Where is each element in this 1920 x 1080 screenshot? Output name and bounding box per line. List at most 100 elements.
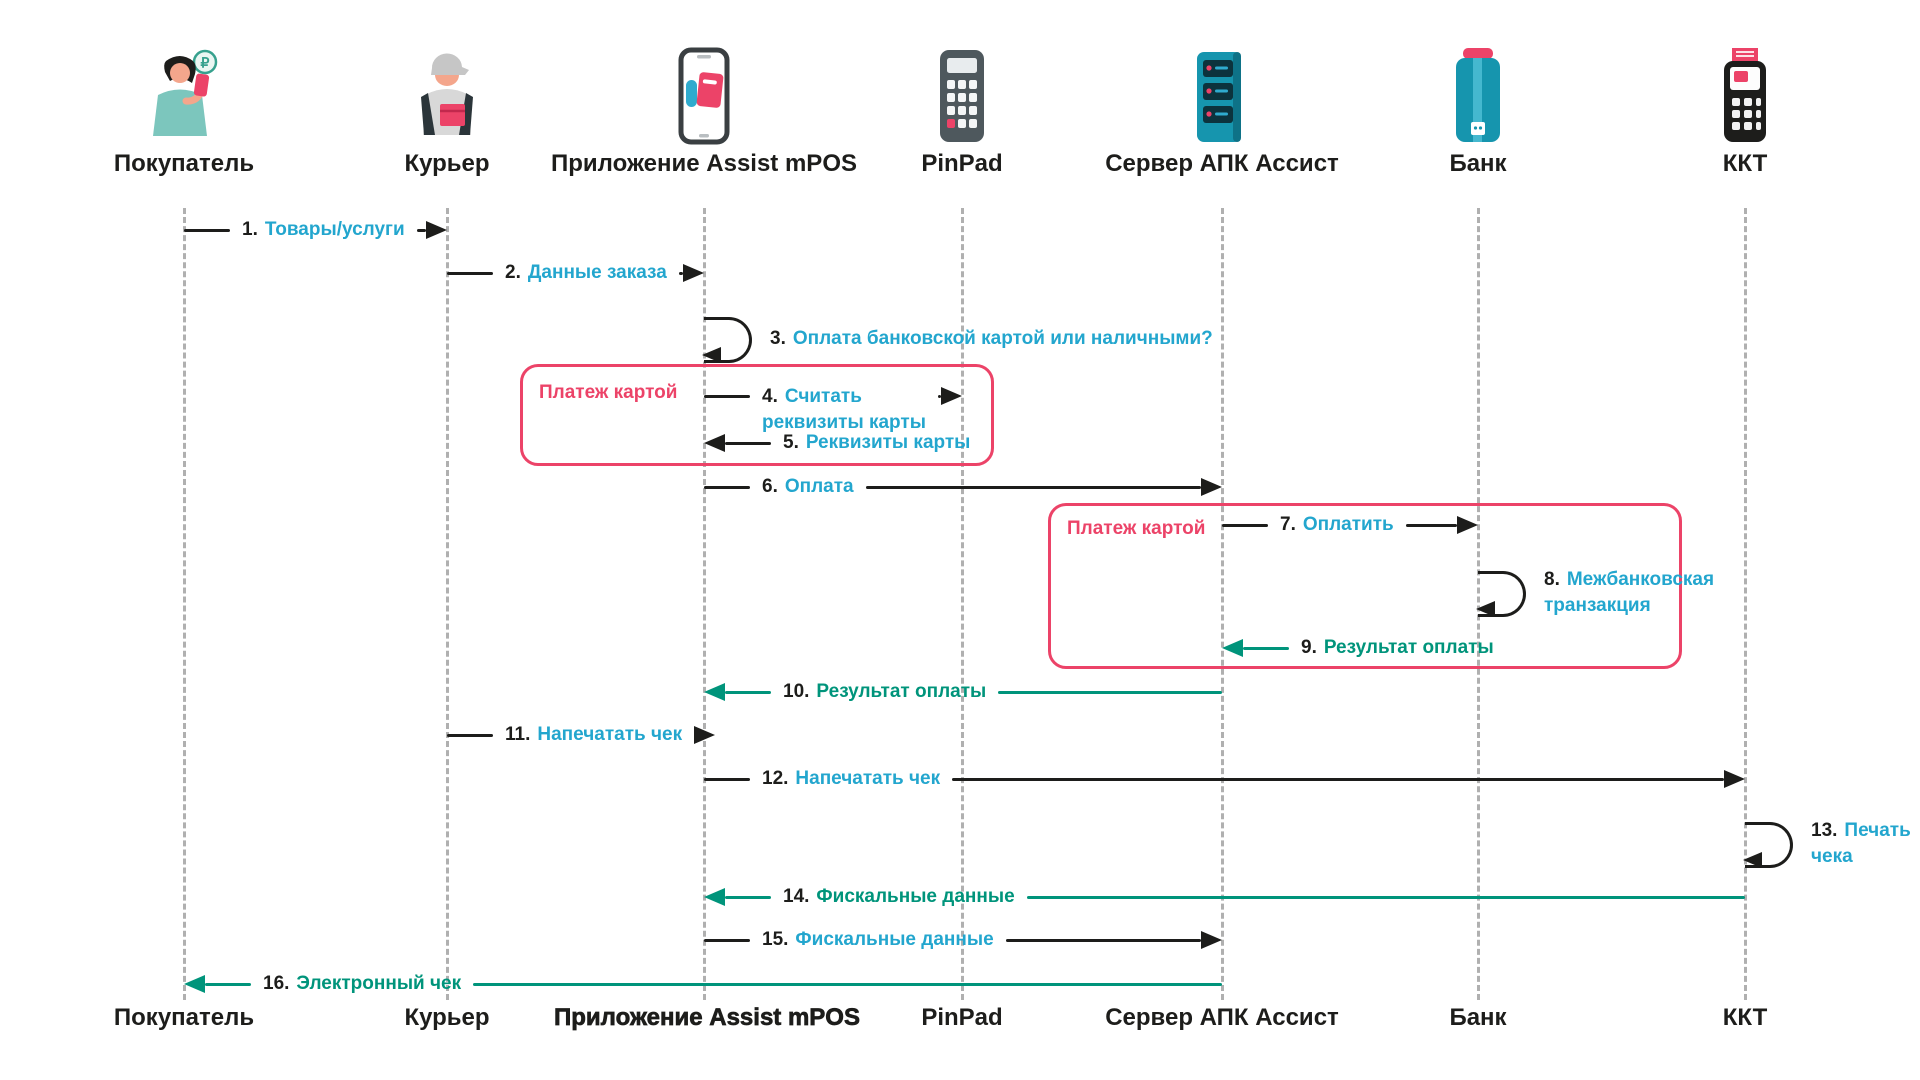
arrowhead-icon [704,888,725,906]
actor-bottom-buyer: Покупатель [113,1004,255,1031]
message-5: 5. Реквизиты карты [704,430,970,456]
message-line [704,938,750,942]
message-number: 15. [762,929,789,950]
message-7: 7.Оплатить [1222,512,1478,538]
message-text: реквизиты карты [762,412,926,433]
bank-icon [1423,44,1533,146]
actor-mpos-app: Приложение Assist mPOS [551,44,857,178]
arrowhead-icon [1201,931,1222,949]
message-number: 12. [762,768,789,789]
message-line [416,228,426,232]
lifeline-courier [446,208,449,1000]
message-text: Оплатить [1302,514,1394,535]
arrowhead-icon [1743,852,1762,868]
message-14: 14. Фискальные данные [704,884,1745,910]
courier-icon [392,44,502,146]
message-label: 14. Фискальные данные [771,884,1027,910]
message-line [865,485,1201,489]
message-line [725,441,771,445]
message-6: 6. Оплата [704,474,1222,500]
message-line [952,777,1724,781]
message-text: Товары/услуги [264,219,405,240]
actor-pinpad: PinPad [812,44,1112,178]
actor-label: PinPad [921,150,1003,177]
message-line [704,485,750,489]
message-15: 15. Фискальные данные [704,927,1222,953]
actor-courier: Курьер [297,44,597,178]
mpos-app-icon [649,44,759,146]
message-line [725,895,771,899]
message-text: Напечатать чек [537,724,683,745]
message-text: Межбанковская [1566,569,1715,590]
message-line [725,690,771,694]
message-text: Напечатать чек [795,768,941,789]
message-9: 9. Результат оплаты [1222,635,1494,661]
message-text: Фискальные данные [795,929,994,950]
message-line [1243,646,1289,650]
actor-label: Покупатель [113,150,255,177]
message-text: Электронный чек [296,973,462,994]
message-number: 14. [783,886,810,907]
message-number: 1. [242,219,258,240]
message-11: 11.Напечатать чек [447,722,716,748]
message-text: Реквизиты карты [805,432,971,453]
message-label: 16.Электронный чек [251,971,473,997]
message-label: 8.Межбанковская транзакция [1530,567,1726,619]
loop-arrow [1743,822,1797,868]
kkt-icon [1690,44,1800,146]
actor-label: Сервер АПК Ассист [1105,150,1339,177]
server-icon [1167,44,1277,146]
lifeline-pinpad [961,208,964,1000]
message-line [1005,938,1201,942]
actor-bottom-pinpad: PinPad [921,1004,1003,1031]
fragment-card-payment-1: Платеж картой [520,364,994,466]
actor-kkt: ККТ [1595,44,1895,178]
fragment-card-payment-2: Платеж картой [1048,503,1682,669]
message-line [678,271,683,275]
fragment-label: Платеж картой [1067,518,1206,539]
message-number: 4. [762,386,778,407]
actor-label: ККТ [1722,150,1768,177]
arrowhead-icon [1201,478,1222,496]
loop-curve [704,317,752,363]
message-label: 13.Печать чека [1797,818,1920,870]
message-text: Результат оплаты [1323,637,1494,658]
message-text: Оплата [784,476,854,497]
message-1: 1. Товары/услуги [184,217,447,243]
message-number: 5. [783,432,799,453]
lifeline-kkt [1744,208,1747,1000]
actor-bottom-server: Сервер АПК Ассист [1105,1004,1339,1031]
message-line [704,395,750,398]
message-line [1405,523,1457,527]
message-text: Печать [1844,820,1911,841]
loop-arrow [1476,571,1530,617]
arrowhead-icon [1457,516,1478,534]
message-label: 11.Напечатать чек [493,722,694,748]
message-text: Фискальные данные [816,886,1015,907]
message-text: Считать [784,386,862,407]
message-label: 4. Считать реквизиты карты [750,384,938,436]
fragment-label: Платеж картой [539,382,678,403]
actor-bottom-kkt: ККТ [1722,1004,1768,1031]
message-line [1222,523,1268,527]
message-number: 6. [762,476,778,497]
arrowhead-icon [1222,639,1243,657]
actor-label: Банк [1449,150,1507,177]
message-4: 4. Считать реквизиты карты [704,384,962,436]
message-number: 2. [505,262,521,283]
svg-text:₽: ₽ [201,55,210,71]
message-text: транзакция [1544,595,1651,616]
arrowhead-icon [941,387,962,405]
message-10: 10.Результат оплаты [704,679,1222,705]
arrowhead-icon [694,726,716,744]
message-label: 9. Результат оплаты [1289,635,1506,661]
message-label: 15. Фискальные данные [750,927,1006,953]
message-line [1026,895,1745,899]
self-message-13: 13.Печать чека [1743,818,1920,870]
arrowhead-icon [704,683,725,701]
message-label: 3.Оплата банковской картой или наличными… [756,326,1225,352]
actor-buyer: ₽ Покупатель [34,44,334,178]
lifeline-server [1221,208,1224,1000]
message-number: 9. [1301,637,1317,658]
